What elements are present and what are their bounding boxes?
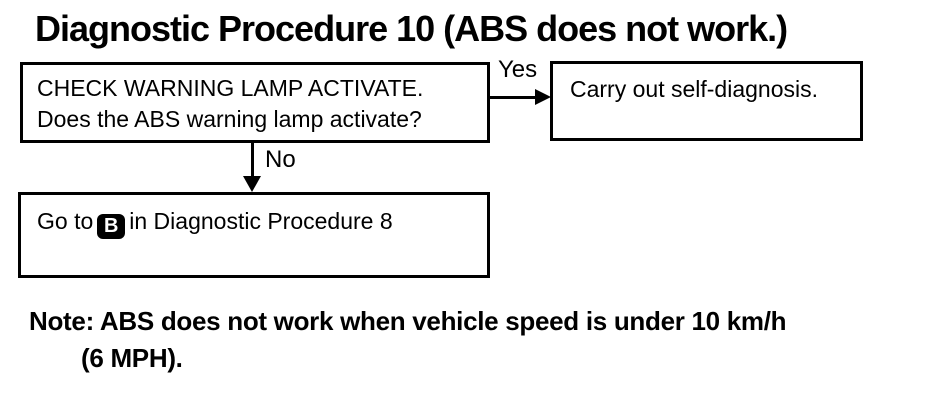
note-line1-text: ABS does not work when vehicle speed is …: [99, 306, 787, 336]
page-title: Diagnostic Procedure 10 (ABS does not wo…: [35, 8, 788, 49]
no-branch-label: No: [265, 146, 296, 173]
note-label: Note:: [29, 306, 94, 336]
yes-arrow-line: [489, 96, 538, 99]
yes-box-text: Carry out self-diagnosis.: [570, 76, 818, 102]
no-arrow-line: [251, 143, 254, 179]
flow-node-self-diagnosis: Carry out self-diagnosis.: [550, 61, 863, 141]
flow-node-check-warning-lamp: CHECK WARNING LAMP ACTIVATE. Does the AB…: [20, 62, 490, 143]
check-box-line2: Does the ABS warning lamp activate?: [37, 106, 422, 132]
no-box-prefix: Go to: [37, 208, 94, 234]
note-line1: Note: ABS does not work when vehicle spe…: [29, 303, 787, 340]
check-box-line1: CHECK WARNING LAMP ACTIVATE.: [37, 75, 424, 101]
yes-branch-label: Yes: [498, 56, 538, 83]
no-arrow-down-icon: [243, 176, 261, 192]
procedure-b-badge-icon: B: [97, 214, 126, 239]
yes-arrow-right-icon: [535, 89, 551, 105]
no-box-suffix: in Diagnostic Procedure 8: [129, 208, 393, 234]
note: Note: ABS does not work when vehicle spe…: [29, 303, 787, 377]
note-line2-text: (6 MPH).: [81, 343, 183, 373]
